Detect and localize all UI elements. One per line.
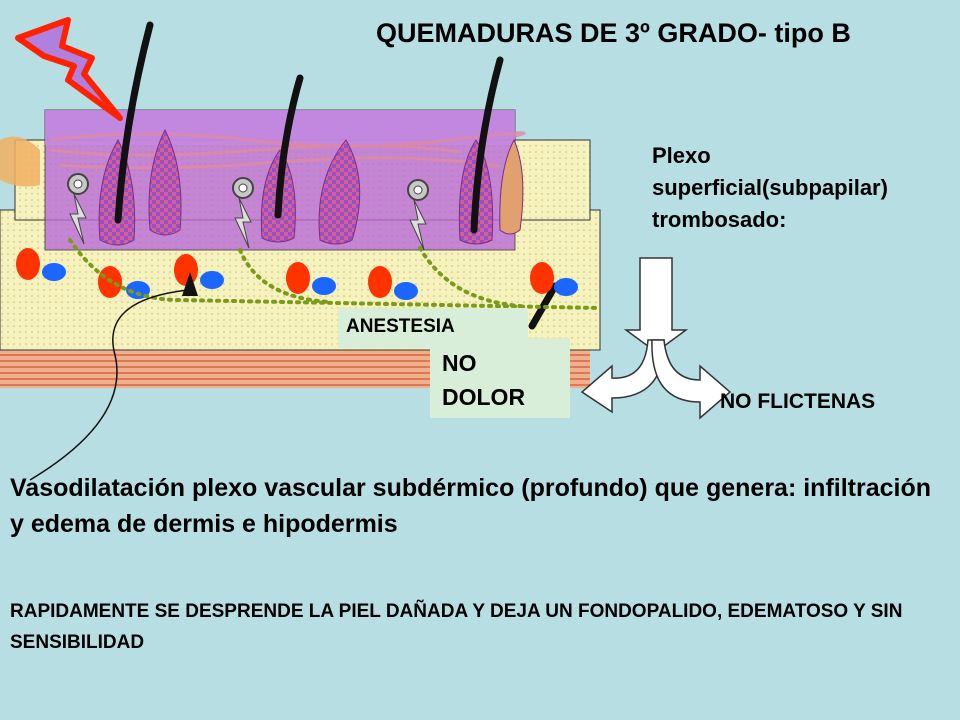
no-dolor-label: NO DOLOR — [442, 350, 526, 410]
anestesia-box — [338, 308, 528, 348]
no-flictenas-label: NO FLICTENAS — [720, 390, 876, 413]
page-title: QUEMADURAS DE 3º GRADO- tipo B — [376, 18, 851, 48]
pointer-line — [29, 289, 189, 481]
pointer-arrowhead — [182, 272, 198, 296]
subdermal-plexus — [68, 238, 602, 310]
vasodilatation-text: Vasodilatación plexo vascular subdérmico… — [10, 474, 932, 538]
split-arrow-icon — [580, 257, 732, 420]
hair-shaft-icon — [114, 21, 559, 330]
nerve-ending-icon — [67, 173, 429, 251]
epidermis-fragment — [0, 136, 40, 187]
no-dolor-box — [430, 338, 570, 418]
plexus-label: Plexo superficial(subpapilar) trombosado… — [652, 143, 888, 232]
anestesia-label: ANESTESIA — [346, 316, 455, 337]
conclusion-text: RAPIDAMENTE SE DESPRENDE LA PIEL DAÑADA … — [10, 601, 903, 653]
lightning-bolt-icon — [15, 17, 123, 121]
